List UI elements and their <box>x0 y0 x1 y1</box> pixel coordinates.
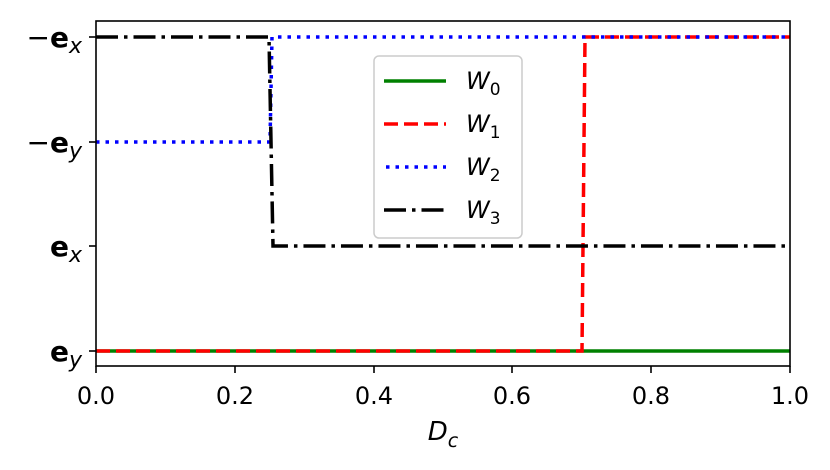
series-w3-line <box>96 35 790 248</box>
y-tick-label: ey <box>50 335 83 373</box>
x-tick-label: 0.6 <box>493 382 531 410</box>
legend-box <box>373 55 523 239</box>
y-tick-label: ex <box>50 230 83 268</box>
legend-item-w1: W1 <box>384 110 501 143</box>
axes-frame <box>95 20 791 367</box>
x-tick-label: 1.0 <box>771 382 809 410</box>
x-tick-label: 0.2 <box>216 382 254 410</box>
series-lines <box>96 35 790 353</box>
x-axis-label: Dc <box>428 417 459 452</box>
x-tick-label: 0.4 <box>355 382 393 410</box>
legend: W0 W1 W2 W3 <box>373 55 523 239</box>
x-tick-label: 0.8 <box>632 382 670 410</box>
x-tick-label: 0.0 <box>77 382 115 410</box>
legend-item-w2: W2 <box>386 153 501 186</box>
y-tick-label: −ex <box>27 21 83 59</box>
y-axis: −ex −ey ex ey <box>27 21 96 373</box>
legend-item-w0: W0 <box>384 67 501 100</box>
legend-item-w3: W3 <box>384 196 501 229</box>
legend-label: W2 <box>466 153 501 186</box>
legend-label: W0 <box>466 67 501 100</box>
x-axis: 0.0 0.2 0.4 0.6 0.8 1.0 Dc <box>77 366 809 452</box>
legend-label: W1 <box>466 110 501 143</box>
legend-label: W3 <box>466 196 501 229</box>
series-w2-line <box>96 35 790 144</box>
y-tick-label: −ey <box>27 126 83 164</box>
